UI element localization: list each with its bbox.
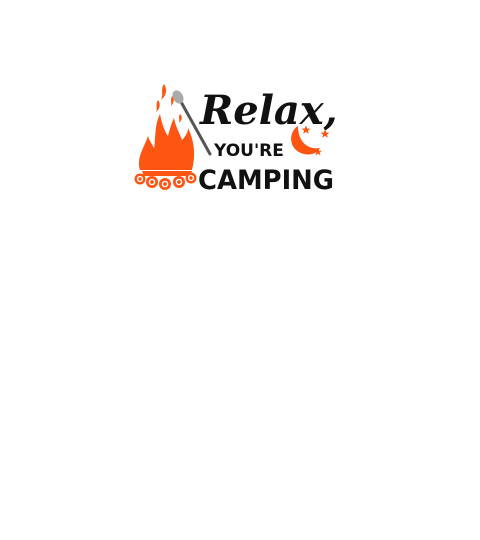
youre-text: YOU'RE bbox=[213, 141, 284, 161]
star-icon bbox=[314, 148, 322, 156]
star-icon bbox=[320, 129, 330, 138]
relax-youre-camping-logo: Relax, YOU'RE CAMPING bbox=[128, 78, 348, 198]
logo-graphic: Relax, YOU'RE CAMPING bbox=[134, 84, 338, 196]
campfire-icon bbox=[134, 84, 197, 190]
roasting-stick-icon bbox=[172, 90, 212, 156]
relax-heading: Relax, bbox=[199, 87, 338, 134]
camping-text: CAMPING bbox=[198, 165, 334, 196]
crescent-moon-icon bbox=[291, 126, 320, 155]
star-icon bbox=[301, 125, 311, 134]
